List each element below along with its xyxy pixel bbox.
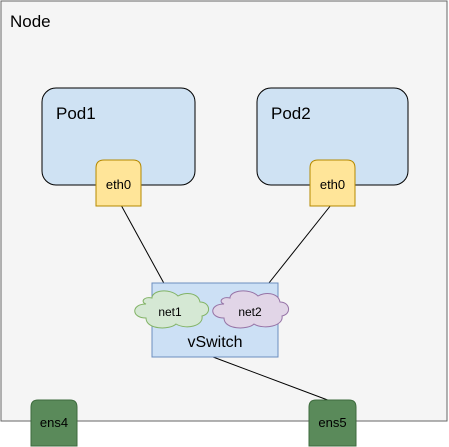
- net2-cloud-shape[interactable]: [212, 290, 289, 329]
- net1-cloud-shape[interactable]: [134, 290, 209, 329]
- net2-label: net2: [238, 305, 262, 319]
- ens5-port[interactable]: [308, 399, 357, 447]
- ens4-port[interactable]: [30, 399, 78, 447]
- net1-label: net1: [158, 305, 182, 319]
- ens4-label: ens4: [40, 415, 68, 430]
- pod1-eth0-label: eth0: [106, 177, 131, 192]
- node-label: Node: [10, 12, 51, 31]
- pod1-label: Pod1: [56, 104, 96, 123]
- pod1-eth0-port[interactable]: [95, 159, 142, 207]
- pod2-label: Pod2: [271, 104, 311, 123]
- vswitch-label: vSwitch: [187, 334, 242, 351]
- pod2-eth0-label: eth0: [320, 177, 345, 192]
- ens5-label: ens5: [318, 415, 346, 430]
- link-vswitch-ens5: [212, 356, 334, 403]
- pod2-eth0-port[interactable]: [309, 159, 356, 207]
- node-box[interactable]: [0, 0, 448, 422]
